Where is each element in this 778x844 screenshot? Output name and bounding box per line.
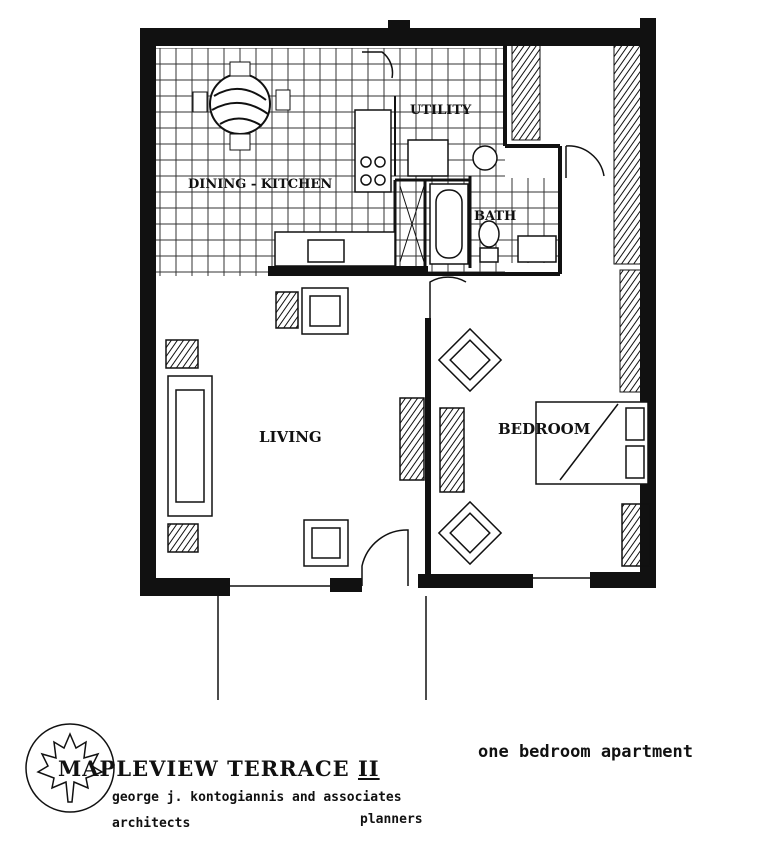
unit-type: one bedroom apartment [478,742,693,762]
room-label-utility: UTILITY [410,103,472,118]
floor-plan: DINING - KITCHEN UTILITY BATH LIVING BED… [140,18,656,700]
role-architects: architects [112,816,191,831]
hatched-column [511,43,541,141]
interior-walls [393,44,562,578]
living-furniture [165,287,425,567]
project-name-text: MAPLEVIEW TERRACE [58,756,350,781]
project-name: MAPLEVIEW TERRACE II [58,756,380,781]
room-label-living: LIVING [259,428,322,446]
bath-fixtures [429,183,557,265]
hatched-column [613,43,643,265]
utility-fixtures [407,139,498,177]
room-label-bath: BATH [474,209,516,224]
maple-leaf-logo [25,723,115,813]
exterior-walls [140,18,656,596]
dining-table [192,61,291,151]
hatched-column [619,269,647,393]
firm-name: george j. kontogiannis and associates [112,790,402,805]
role-planners: planners [360,812,423,827]
title-block: MAPLEVIEW TERRACE II george j. kontogian… [0,700,778,844]
door-swings [361,51,605,586]
room-label-dining-kitchen: DINING - KITCHEN [188,177,332,192]
room-label-bedroom: BEDROOM [498,420,590,438]
kitchen-counters [274,109,396,267]
bedroom-furniture [437,327,651,567]
balcony [217,577,590,700]
phase-numeral: II [357,756,380,781]
